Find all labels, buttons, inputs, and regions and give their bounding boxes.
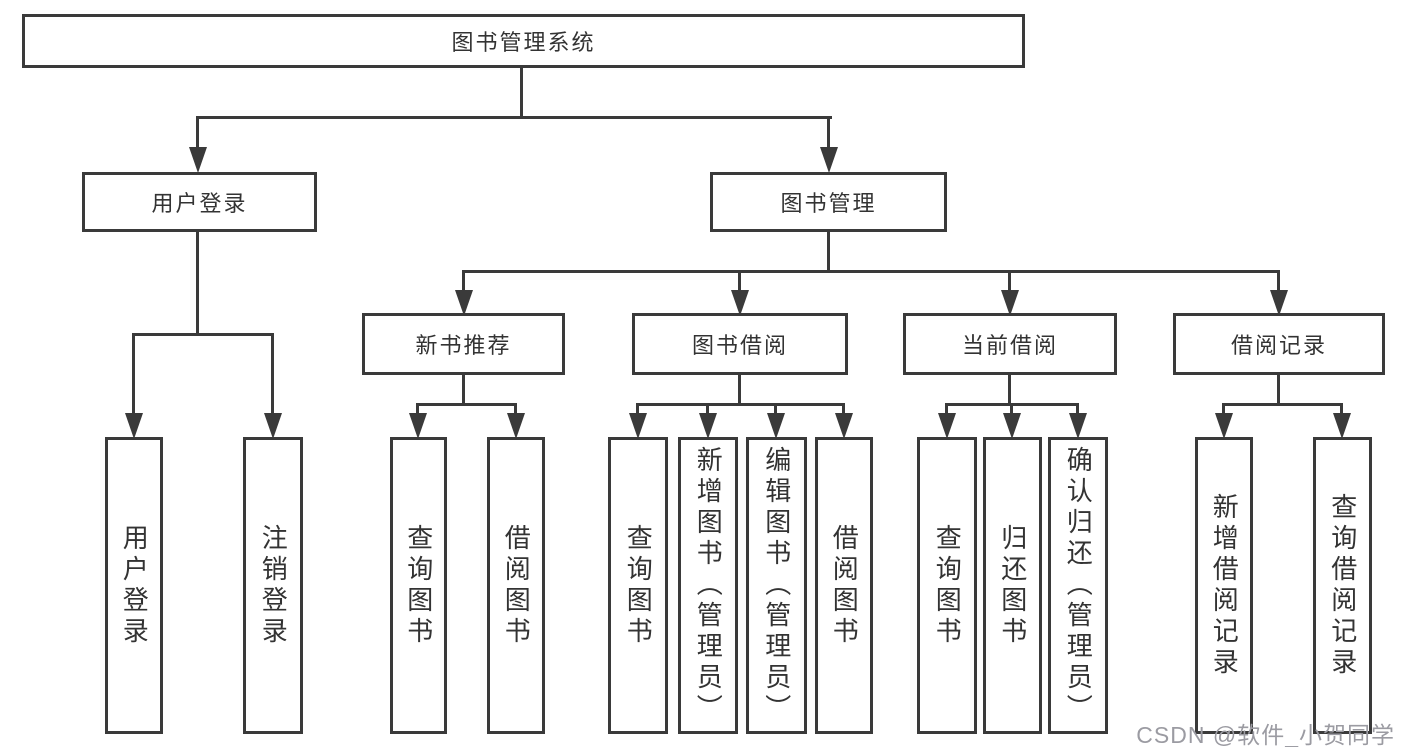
leaf-cb-confirm-return-admin: 确认归还（管理员）	[1048, 437, 1108, 734]
arrow-down-icon	[1270, 290, 1288, 316]
arrow-down-icon	[820, 147, 838, 173]
arrow-down-icon	[1001, 290, 1019, 316]
arrow-down-icon	[1333, 413, 1351, 439]
connector-line	[462, 270, 1280, 273]
connector-line	[842, 403, 845, 417]
connector-line	[1277, 375, 1280, 406]
connector-line	[196, 232, 199, 336]
node-book-borrow: 图书借阅	[632, 313, 848, 375]
node-book-management: 图书管理	[710, 172, 947, 232]
connector-line	[132, 333, 135, 420]
leaf-nb-borrow-books: 借阅图书	[487, 437, 545, 734]
leaf-cb-return-books: 归还图书	[983, 437, 1042, 734]
connector-line	[132, 333, 274, 336]
arrow-down-icon	[125, 413, 143, 439]
node-root: 图书管理系统	[22, 14, 1025, 68]
arrow-down-icon	[835, 413, 853, 439]
connector-line	[514, 403, 517, 417]
arrow-down-icon	[767, 413, 785, 439]
arrow-down-icon	[699, 413, 717, 439]
connector-line	[1008, 270, 1011, 295]
node-user-login: 用户登录	[82, 172, 317, 232]
arrow-down-icon	[1215, 413, 1233, 439]
arrow-down-icon	[731, 290, 749, 316]
connector-line	[416, 403, 517, 406]
leaf-logout: 注销登录	[243, 437, 303, 734]
leaf-bb-edit-books-admin: 编辑图书（管理员）	[746, 437, 807, 734]
connector-line	[738, 270, 741, 295]
connector-line	[1222, 403, 1343, 406]
connector-line	[738, 375, 741, 406]
arrow-down-icon	[507, 413, 525, 439]
node-borrow-records: 借阅记录	[1173, 313, 1385, 375]
arrow-down-icon	[629, 413, 647, 439]
connector-line	[462, 375, 465, 406]
connector-line	[196, 116, 832, 119]
node-current-borrow: 当前借阅	[903, 313, 1117, 375]
connector-line	[1076, 403, 1079, 417]
leaf-nb-query-books: 查询图书	[390, 437, 447, 734]
arrow-down-icon	[1003, 413, 1021, 439]
connector-line	[1010, 403, 1013, 417]
leaf-bb-borrow-books: 借阅图书	[815, 437, 873, 734]
connector-line	[416, 403, 419, 417]
connector-line	[636, 403, 639, 417]
connector-line	[462, 270, 465, 295]
connector-line	[1277, 270, 1280, 295]
arrow-down-icon	[189, 147, 207, 173]
arrow-down-icon	[1069, 413, 1087, 439]
connector-line	[196, 116, 199, 153]
arrow-down-icon	[264, 413, 282, 439]
connector-line	[774, 403, 777, 417]
arrow-down-icon	[938, 413, 956, 439]
leaf-cb-query-books: 查询图书	[917, 437, 977, 734]
connector-line	[520, 68, 523, 119]
connector-line	[271, 333, 274, 420]
leaf-user-login: 用户登录	[105, 437, 163, 734]
connector-line	[1340, 403, 1343, 417]
connector-line	[706, 403, 709, 417]
arrow-down-icon	[409, 413, 427, 439]
connector-line	[827, 116, 830, 153]
node-new-book-recommend: 新书推荐	[362, 313, 565, 375]
leaf-br-query-record: 查询借阅记录	[1313, 437, 1372, 734]
leaf-br-add-record: 新增借阅记录	[1195, 437, 1253, 734]
leaf-bb-query-books: 查询图书	[608, 437, 668, 734]
connector-line	[945, 403, 948, 417]
watermark: CSDN @软件_小贺同学	[1136, 722, 1395, 747]
connector-line	[636, 403, 845, 406]
arrow-down-icon	[455, 290, 473, 316]
connector-line	[827, 232, 830, 273]
connector-line	[1222, 403, 1225, 417]
leaf-bb-add-books-admin: 新增图书（管理员）	[678, 437, 738, 734]
connector-line	[1008, 375, 1011, 406]
